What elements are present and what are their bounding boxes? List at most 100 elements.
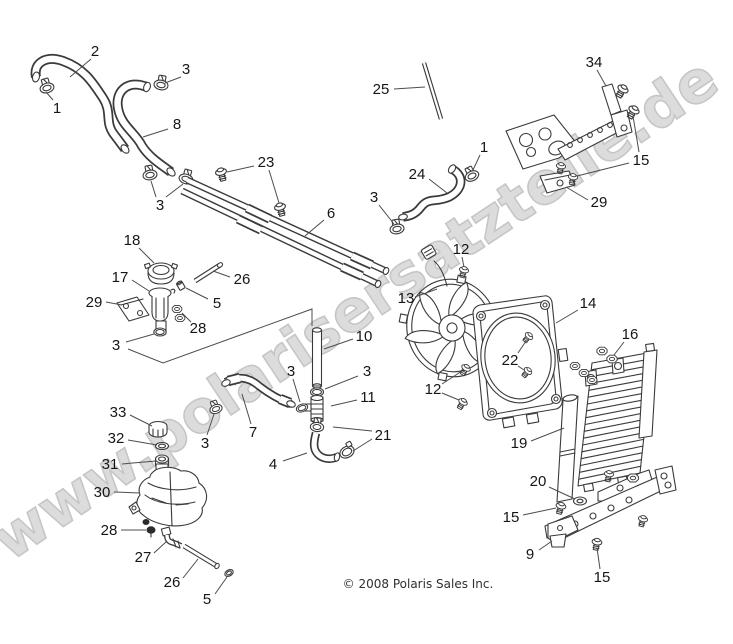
callout-label: 18 bbox=[124, 232, 141, 249]
leader-line bbox=[530, 427, 565, 442]
callout-label: 29 bbox=[86, 294, 103, 311]
callout-label: 7 bbox=[249, 424, 257, 441]
fan-shroud-14-drawing bbox=[472, 295, 569, 429]
leader-line bbox=[548, 486, 576, 500]
bracket-34-drawing bbox=[505, 83, 633, 194]
radiator-fin-line bbox=[581, 438, 645, 453]
leader-line bbox=[150, 180, 157, 198]
leader-line bbox=[45, 91, 54, 101]
elbow-27-drawing bbox=[160, 526, 183, 549]
leader-line bbox=[131, 279, 150, 292]
callout-label: 10 bbox=[356, 328, 373, 345]
leader-line bbox=[121, 460, 157, 465]
callout-label: 21 bbox=[375, 427, 392, 444]
nut-20-drawing bbox=[572, 496, 588, 506]
bolt-28-drawing bbox=[146, 526, 156, 538]
leader-line bbox=[332, 426, 373, 432]
filler-cap-18-drawing bbox=[143, 262, 179, 285]
nut-28-drawing bbox=[174, 313, 186, 323]
radiator-fin-line bbox=[579, 459, 642, 473]
leader-line bbox=[127, 308, 313, 364]
leader-line bbox=[292, 378, 301, 403]
cap-33-drawing bbox=[148, 420, 168, 438]
fan-sensor-12-drawing bbox=[420, 244, 448, 287]
radiator-fin-line bbox=[588, 378, 651, 391]
callout-label: 33 bbox=[110, 404, 127, 421]
leader-line bbox=[352, 438, 373, 452]
bolt-15-drawing bbox=[590, 537, 603, 552]
callout-label: 14 bbox=[580, 295, 597, 312]
callout-label: 8 bbox=[173, 116, 181, 133]
callout-label: 31 bbox=[102, 456, 119, 473]
rod-25-drawing bbox=[421, 62, 444, 120]
leader-line bbox=[324, 375, 359, 390]
radiator-fin-line bbox=[586, 391, 650, 405]
nut-28-drawing bbox=[171, 304, 183, 314]
hose-24-drawing bbox=[398, 164, 466, 222]
bottle-30-drawing bbox=[128, 463, 208, 527]
leader-line bbox=[323, 338, 354, 350]
callout-label: 3 bbox=[156, 197, 164, 214]
leader-line bbox=[226, 165, 255, 173]
radiator-fin-line bbox=[587, 385, 650, 398]
nut-drawing bbox=[569, 361, 581, 371]
leader-line bbox=[517, 365, 525, 371]
tubes-6-drawing bbox=[180, 176, 390, 288]
leader-line bbox=[125, 333, 155, 343]
callout-label: 1 bbox=[53, 100, 61, 117]
callout-label: 15 bbox=[633, 152, 650, 169]
callout-label: 20 bbox=[530, 473, 547, 490]
callout-label: 12 bbox=[425, 381, 442, 398]
leader-line bbox=[461, 256, 465, 268]
radiator-fin-line bbox=[579, 452, 643, 467]
callout-label: 1 bbox=[480, 139, 488, 156]
leader-line bbox=[181, 312, 192, 323]
callout-label: 3 bbox=[363, 363, 371, 380]
callout-label: 25 bbox=[373, 81, 390, 98]
seal-32-drawing bbox=[154, 441, 170, 451]
hose-4-drawing bbox=[309, 431, 341, 463]
leader-line bbox=[330, 399, 358, 407]
callout-label: 3 bbox=[112, 337, 120, 354]
radiator-fin-line bbox=[583, 418, 647, 432]
leader-line bbox=[127, 439, 158, 446]
leader-line bbox=[105, 301, 123, 306]
bracket-29-drawing bbox=[116, 296, 150, 322]
leader-line bbox=[113, 491, 141, 494]
callout-label: 16 bbox=[622, 326, 639, 343]
clamp-3-drawing bbox=[153, 327, 167, 337]
leader-line bbox=[428, 178, 448, 194]
radiator-fin-line bbox=[580, 445, 644, 460]
leader-line bbox=[441, 370, 463, 385]
art-layer bbox=[30, 54, 677, 577]
bolt-23-drawing bbox=[214, 166, 230, 183]
filler-neck-17-drawing bbox=[148, 287, 176, 336]
clamp-21-drawing bbox=[339, 440, 355, 459]
callout-label: 4 bbox=[269, 456, 277, 473]
callout-label: 3 bbox=[287, 363, 295, 380]
leader-line bbox=[441, 392, 460, 401]
leader-line bbox=[165, 183, 184, 198]
leader-line bbox=[153, 540, 168, 554]
leader-line bbox=[596, 547, 601, 570]
leader-line bbox=[522, 507, 557, 516]
leader-line bbox=[304, 219, 325, 237]
leader-line bbox=[517, 340, 527, 354]
callout-label: 26 bbox=[234, 271, 251, 288]
leader-line bbox=[565, 186, 589, 201]
leader-line bbox=[555, 309, 579, 324]
tube-26-lower-drawing bbox=[182, 543, 220, 570]
leader-line bbox=[393, 86, 426, 90]
leader-line bbox=[596, 69, 607, 87]
radiator-fin-line bbox=[585, 405, 648, 419]
radiator-fin-line bbox=[586, 398, 649, 412]
callout-label: 15 bbox=[594, 569, 611, 586]
tube-26-drawing bbox=[193, 262, 224, 284]
callout-label: 5 bbox=[213, 295, 221, 312]
cooling-fan-13-drawing bbox=[398, 274, 506, 382]
leader-line bbox=[69, 58, 92, 78]
callout-label: 5 bbox=[203, 591, 211, 608]
radiator-fin-line bbox=[589, 371, 652, 385]
